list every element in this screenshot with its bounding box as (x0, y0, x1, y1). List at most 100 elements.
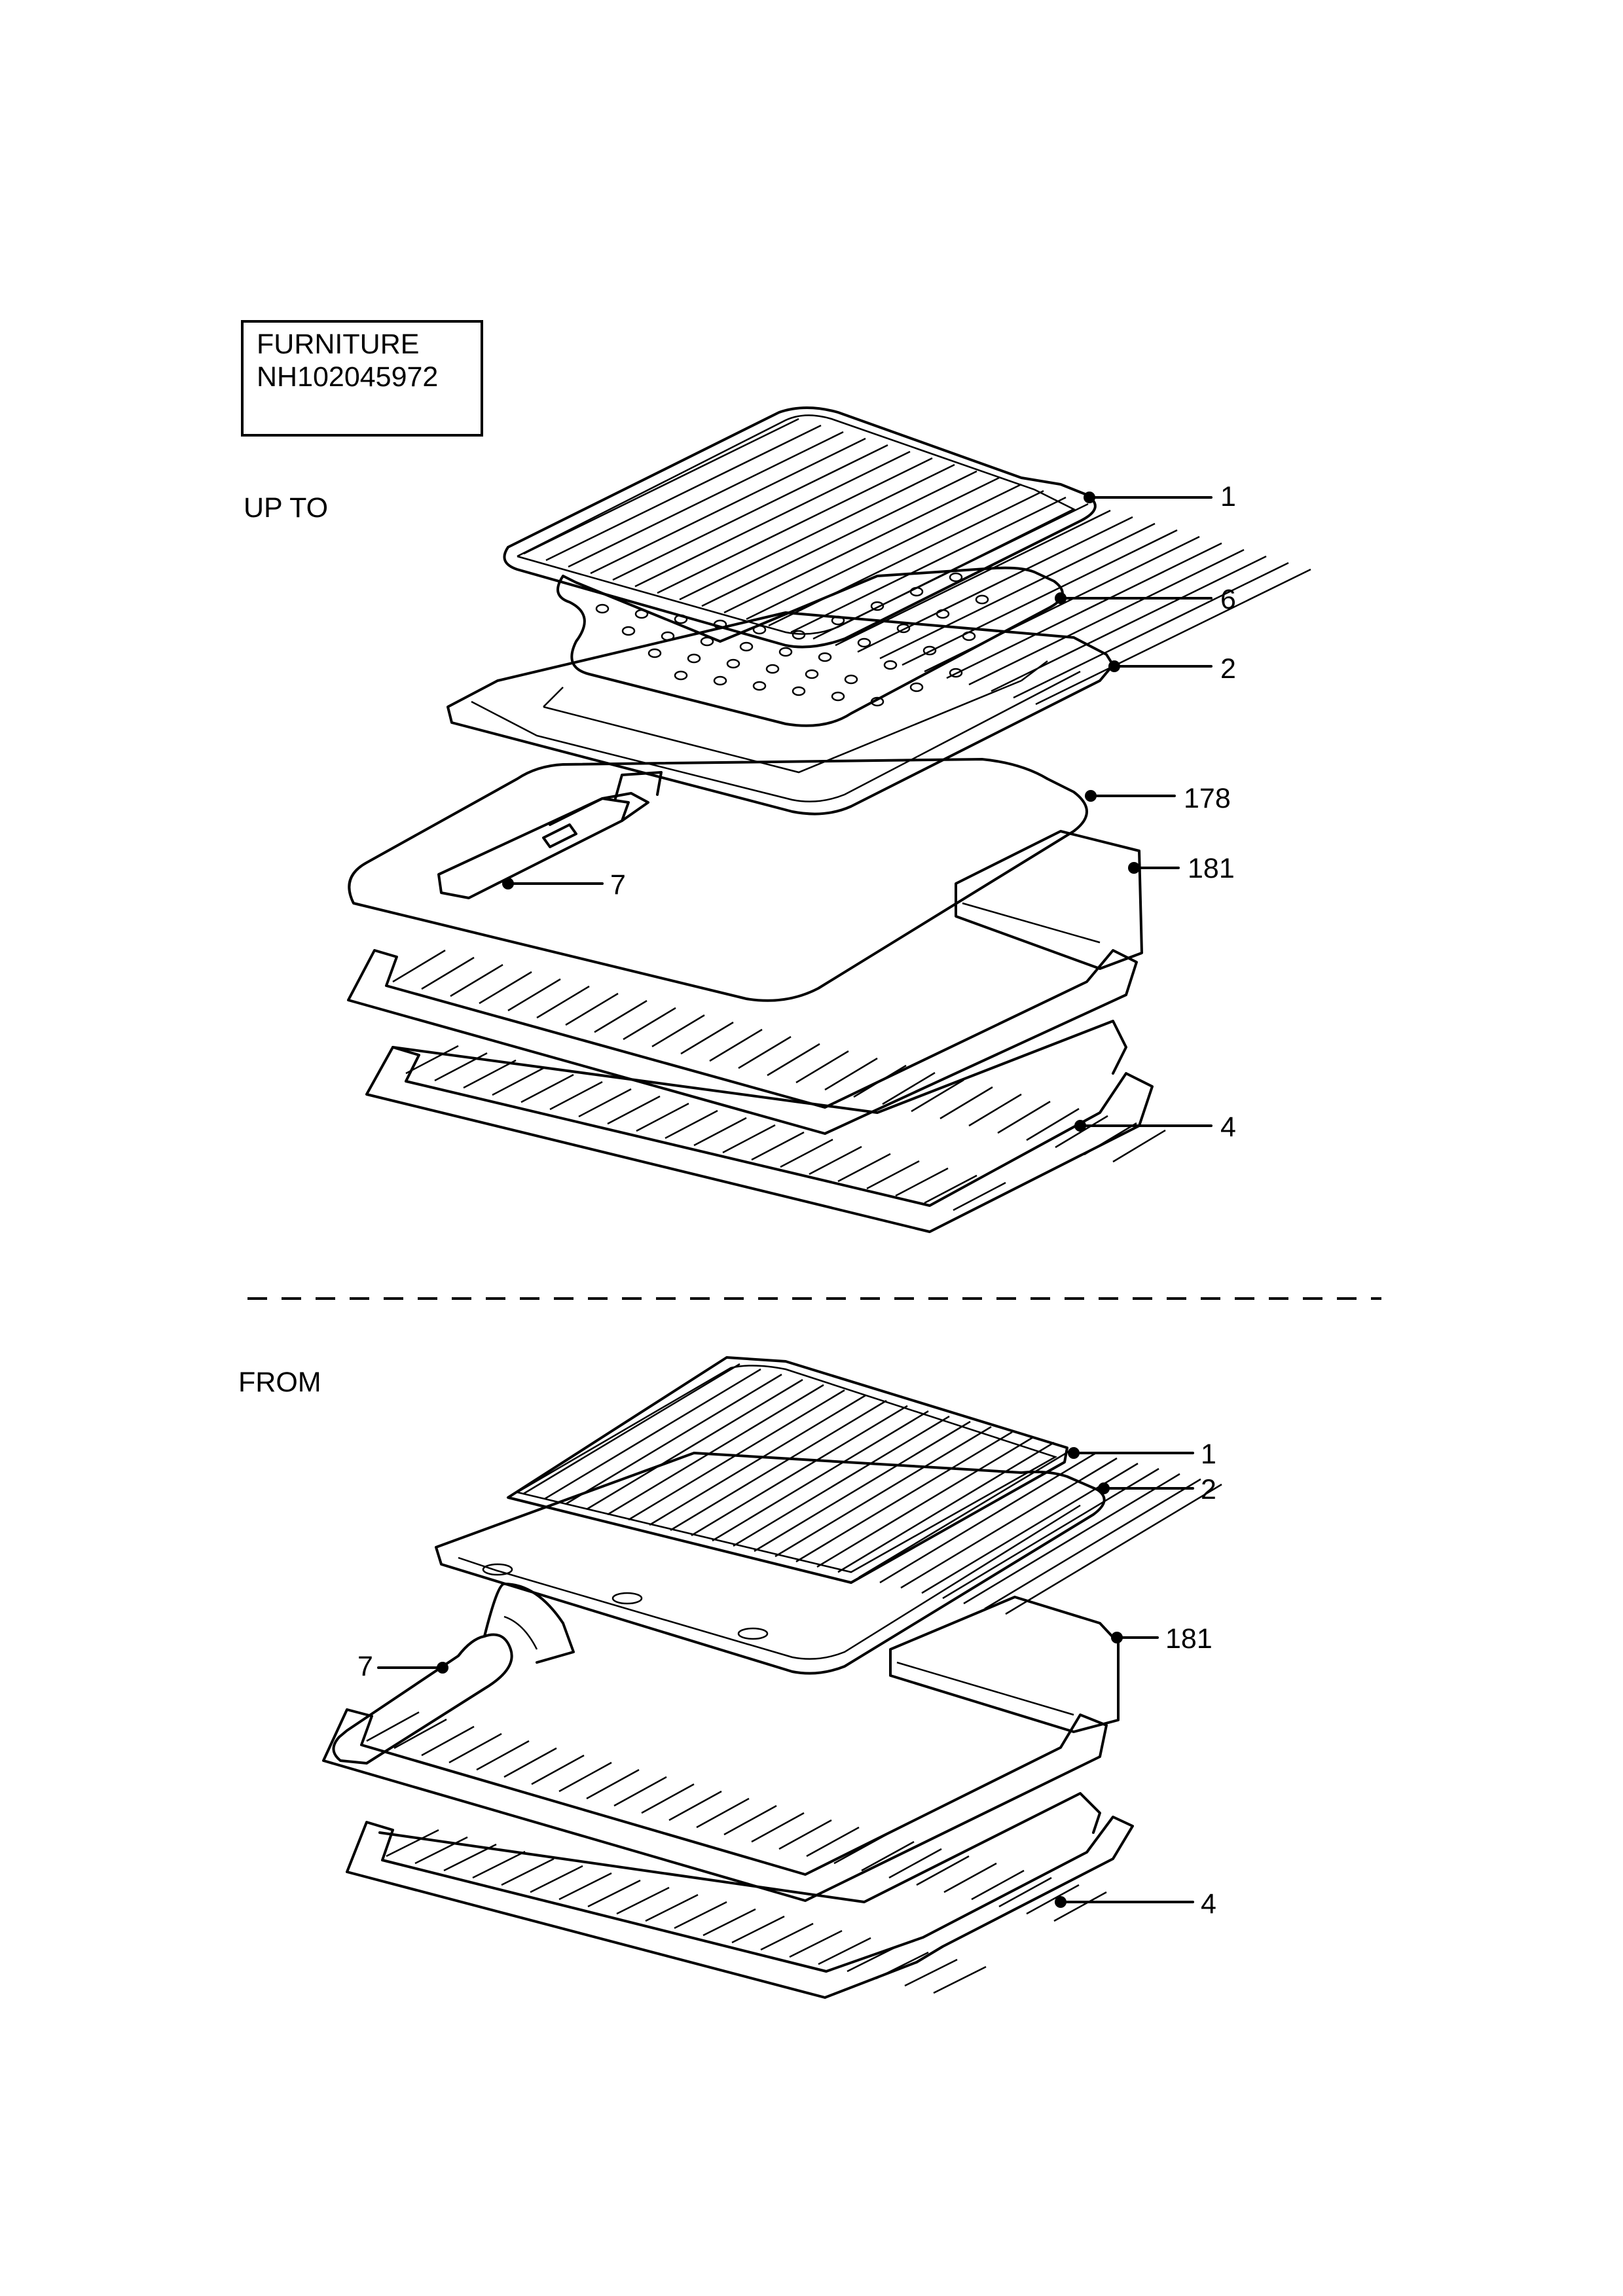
shelf-wire (866, 1160, 920, 1190)
callout-4-upper: 4 (1220, 1111, 1236, 1143)
grid-wire (942, 1467, 1159, 1600)
shelf-wire (1026, 1884, 1080, 1915)
shelf-wire (916, 1855, 970, 1886)
perforation (752, 681, 767, 691)
shelf-wire (414, 1836, 468, 1865)
shelf-wire (702, 1908, 756, 1937)
shelf-wire (558, 1761, 612, 1793)
upper-assembly (347, 406, 1311, 1233)
grid-wire (924, 535, 1200, 673)
grill-grid-upper-assembly (503, 406, 1311, 706)
perforation (818, 652, 832, 662)
perforation (949, 572, 963, 583)
grid-wire (545, 424, 822, 562)
shelf-wire (645, 1893, 699, 1922)
shelf-wire (443, 1843, 497, 1872)
perforation (765, 664, 780, 674)
shelf-wire (549, 1081, 603, 1111)
callout-7-lower: 7 (357, 1651, 373, 1682)
shelf-wire (586, 1768, 640, 1800)
wire-grid-lower-assembly (507, 1356, 1222, 1615)
title-box: FURNITURE NH102045972 (241, 320, 483, 437)
grid-wire (670, 1399, 887, 1532)
shelf-wire (448, 1732, 502, 1764)
shelf-wire (888, 1848, 942, 1879)
shelf-wire (607, 1095, 661, 1125)
title-line-1: FURNITURE (257, 329, 420, 360)
perforation (713, 675, 727, 686)
shelf-wire (578, 1088, 632, 1118)
shelf-wire (709, 1028, 763, 1062)
grid-wire (1035, 568, 1311, 706)
perforation (831, 615, 845, 626)
grid-wire (723, 476, 1000, 614)
perforation (778, 647, 793, 657)
callout-2-lower: 2 (1201, 1474, 1216, 1505)
shelf-wire (386, 1829, 439, 1857)
grid-wire (879, 1452, 1097, 1584)
grid-wire (816, 1436, 1034, 1568)
shelf-wire (943, 1862, 997, 1893)
shelf-wire (760, 1922, 814, 1951)
grid-wire (902, 529, 1178, 666)
shelf-wire (641, 1783, 695, 1814)
shelf-wire (616, 1886, 670, 1915)
perforation (792, 686, 806, 696)
perforation (661, 631, 675, 641)
grid-wire (544, 1368, 761, 1500)
callout-1-upper: 1 (1220, 481, 1236, 512)
grid-wire (858, 1446, 1076, 1579)
perforation (909, 682, 924, 692)
shelf-wire (953, 1181, 1006, 1211)
grid-wire (946, 542, 1222, 679)
grid-wire (565, 1373, 782, 1505)
grid-wire (984, 1478, 1201, 1610)
shelf-wire (536, 985, 590, 1019)
perforation (595, 603, 610, 614)
shelf-wire (1053, 1891, 1107, 1922)
grid-wire (523, 418, 799, 555)
drip-pan-upper-assembly (447, 611, 1114, 816)
shelf-wire (806, 1826, 860, 1857)
oven-shelf-lower-lower-assembly (346, 1792, 1134, 1999)
shelf-wire (833, 1833, 887, 1865)
grid-wire (586, 1378, 803, 1511)
grid-wire (612, 444, 888, 581)
perforation (949, 668, 963, 678)
shelf-wire (507, 978, 561, 1012)
shelf-wire (968, 1093, 1022, 1127)
shelf-wire (668, 1790, 722, 1821)
shelf-wire (904, 1958, 958, 1987)
shelf-wire (565, 992, 619, 1026)
oven-shelf-upper-lower-assembly (322, 1708, 1108, 1922)
perforated-insert-upper-assembly (556, 566, 1064, 727)
perforation (726, 658, 740, 669)
shelf-wire (530, 1865, 583, 1893)
grill-pan-handle-upper-assembly (437, 771, 663, 899)
grid-wire (733, 1415, 950, 1547)
shelf-wire (875, 1951, 929, 1980)
grid-wire (649, 1394, 866, 1526)
side-panel-upper-assembly (955, 830, 1143, 970)
shelf-wire (651, 1014, 705, 1048)
callout-181-lower: 181 (1165, 1623, 1213, 1655)
shelf-wire (587, 1879, 641, 1908)
grid-wire (812, 503, 1089, 640)
grid-wire (746, 483, 1022, 620)
grid-wire (775, 1426, 992, 1558)
grid-wire (1005, 1483, 1222, 1615)
shelf-wire (723, 1804, 777, 1836)
perforation (896, 623, 911, 634)
shelf-wire (738, 1035, 792, 1069)
callout-181-upper: 181 (1188, 853, 1235, 884)
grid-wire (795, 1431, 1013, 1563)
grid-wire (768, 490, 1044, 627)
perforation (634, 609, 649, 619)
grid-wire (590, 437, 866, 575)
shelf-wire (479, 971, 532, 1005)
grid-wire (900, 1457, 1118, 1589)
shelf-wire (1112, 1129, 1166, 1163)
shelf-wire (861, 1840, 915, 1872)
shelf-wire (680, 1021, 734, 1055)
